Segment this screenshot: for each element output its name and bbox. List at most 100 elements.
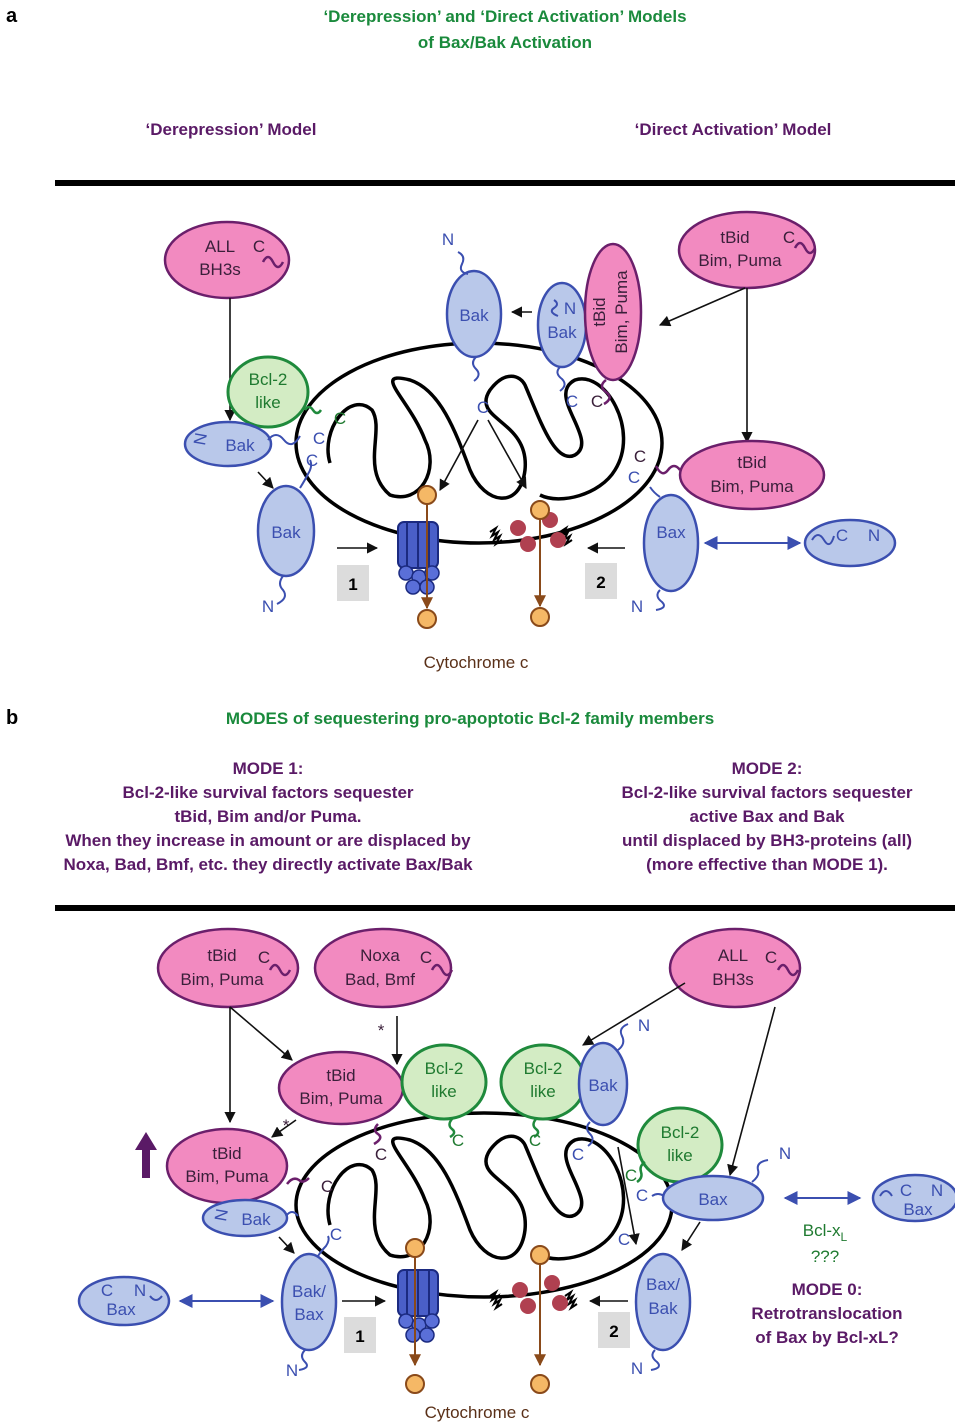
bak-top-label: Bak [459, 306, 489, 325]
tbid-top-left-label-2: Bim, Puma [180, 970, 264, 989]
bcl2-like-oval-b3 [636, 1106, 724, 1184]
bak-top-n: N [442, 230, 454, 249]
all-bh3s-b-label-1: ALL [718, 946, 748, 965]
bak-bound-tail-c-b [586, 1121, 594, 1147]
star-2: * [283, 1116, 290, 1135]
cytc-bottom-right-b [530, 1374, 550, 1394]
tbid-lower-left-label-1: tBid [212, 1144, 241, 1163]
c-terminus-label: C [253, 237, 265, 256]
tbid-lower-left-oval-b [165, 1127, 289, 1205]
bax-active-c: C [628, 468, 640, 487]
bax-inactive-left-tail [149, 1295, 163, 1301]
all-bh3s-oval-a [163, 220, 291, 300]
bax-bak-label-2: Bak [648, 1299, 678, 1318]
bax-inactive-right-tail [879, 1190, 893, 1197]
arrow-tbid-to-vertical [658, 287, 746, 327]
bak-top-tail-n [457, 251, 469, 275]
bax-active-oval-a [642, 493, 700, 593]
bax-inactive-left-c: C [101, 1281, 113, 1300]
mode1-title: MODE 1: [233, 759, 304, 778]
bak-inactive-c: C [313, 429, 325, 448]
bak-bound-c-b: C [572, 1145, 584, 1164]
bak-bax-label-1: Bak/ [292, 1282, 326, 1301]
tbid-middle-tail [373, 1123, 382, 1146]
arrow-bak-b-to-active [278, 1236, 295, 1254]
tbid-top-right-tail [793, 241, 817, 255]
tbid-middle-oval-b [277, 1050, 405, 1126]
cytc-bottom-left-a [417, 609, 437, 629]
tbid-lower-label-2: Bim, Puma [710, 477, 794, 496]
tbid-top-right-oval-a [677, 210, 817, 290]
bax-bak-n: N [631, 1359, 643, 1378]
bax-inactive-left-label: Bax [106, 1300, 136, 1319]
tbid-lower-left-tail [286, 1177, 310, 1185]
bax-active-n: N [631, 597, 643, 616]
center-c-label: C [477, 398, 489, 417]
bcl2-b3-c: C [625, 1166, 637, 1185]
tbid-middle-label-2: Bim, Puma [299, 1089, 383, 1108]
arrow-bax-to-baxbak [681, 1221, 701, 1251]
panel-a-title-line2: of Bax/Bak Activation [418, 33, 592, 52]
cytochrome-c-label-b: Cytochrome c [425, 1403, 530, 1422]
cytc-top-right-a [530, 500, 550, 520]
noxa-tail [430, 963, 454, 977]
bak-inactive-b-n: N [211, 1207, 232, 1222]
bcl2-c-label: C [334, 409, 346, 428]
tbid-middle-c: C [375, 1145, 387, 1164]
mitochondrion-cristae-a [326, 374, 626, 501]
bcl2-b3-label-2: like [667, 1146, 693, 1165]
bak-inactive-label: Bak [225, 436, 255, 455]
bax-inactive-right-n: N [931, 1181, 943, 1200]
bax-active-label: Bax [656, 523, 686, 542]
mode1-line2: tBid, Bim and/or Puma. [174, 807, 361, 826]
arrow-bh3s-to-bax-b [727, 1006, 776, 1177]
lipid-pore-b [489, 1275, 578, 1314]
bak-bax-oval-b [280, 1252, 338, 1352]
bak-bax-n: N [286, 1361, 298, 1380]
mode2-line1: Bcl-2-like survival factors sequester [621, 783, 912, 802]
box-1-a [337, 565, 369, 601]
mode0-line2: Retrotranslocation [751, 1304, 902, 1323]
tbid-vertical-oval-a [583, 242, 643, 382]
bak-bound-c: C [566, 392, 578, 411]
arrow-c-to-pore-1 [439, 419, 479, 491]
bclxl-label: Bcl-xL [803, 1221, 848, 1244]
bcl2-like-oval-b1 [400, 1043, 488, 1121]
arrow-star2 [271, 1119, 297, 1138]
tbid-top-right-label-1: tBid [720, 228, 749, 247]
mode2-line3: until displaced by BH3-proteins (all) [622, 831, 912, 850]
tbid-top-left-oval-b [156, 927, 300, 1009]
bak-bound-tail-c [556, 366, 566, 392]
bak-inactive-oval-b [201, 1198, 289, 1238]
box-2-label-b: 2 [609, 1322, 618, 1341]
mode1-line1: Bcl-2-like survival factors sequester [122, 783, 413, 802]
all-bh3s-label-2: BH3s [199, 260, 241, 279]
cytc-bottom-left-b [405, 1374, 425, 1394]
lipid-pore-a [489, 512, 573, 552]
cytc-top-left-a [417, 485, 437, 505]
cytc-top-left-b [405, 1238, 425, 1258]
bax-inactive-c: C [836, 526, 848, 545]
all-bh3s-b-c: C [765, 948, 777, 967]
tbid-vertical-c: C [591, 392, 603, 411]
bax-sequestered-c: C [636, 1186, 648, 1205]
noxa-oval-b [313, 927, 453, 1009]
bcl2-like-label-2: like [255, 393, 281, 412]
box-2-label-a: 2 [596, 573, 605, 592]
tbid-top-left-c: C [258, 948, 270, 967]
bax-sequestered-label: Bax [698, 1190, 728, 1209]
bax-inactive-n: N [868, 526, 880, 545]
tbid-middle-label-1: tBid [326, 1066, 355, 1085]
bak-inactive-n: N [190, 431, 211, 446]
bax-c-lower: C [618, 1230, 630, 1249]
bax-active-tail-n [655, 589, 665, 611]
box-2-a [585, 563, 617, 599]
mode2-line2: active Bax and Bak [690, 807, 846, 826]
bak-bax-c: C [330, 1225, 342, 1244]
bcl2-b2-label-2: like [530, 1082, 556, 1101]
arrow-tbid-diag-b [229, 1006, 293, 1061]
panel-b-title: MODES of sequestering pro-apoptotic Bcl-… [226, 709, 714, 728]
tbid-top-right-c: C [783, 228, 795, 247]
bak-lower-c: C [306, 451, 318, 470]
